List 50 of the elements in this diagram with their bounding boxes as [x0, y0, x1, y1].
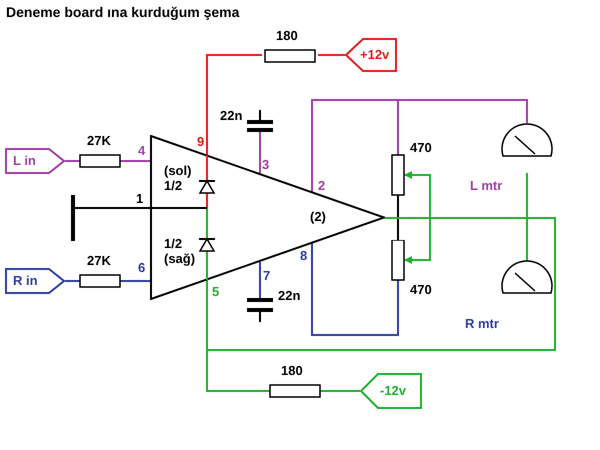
component-label: 180	[281, 363, 303, 378]
wire	[65, 280, 80, 282]
amplifier-triangle	[150, 135, 385, 300]
channel-label: 1/2 (sağ)	[164, 236, 196, 266]
pin-number: 5	[212, 284, 220, 299]
wire	[259, 131, 261, 174]
component-label: L in	[13, 153, 36, 168]
channel-label: (2)	[310, 209, 326, 224]
input-terminal	[5, 268, 65, 294]
resistor-symbol	[77, 253, 123, 289]
pin-number: 7	[263, 268, 270, 283]
component-label: L mtr	[470, 178, 502, 193]
power-terminal	[345, 38, 397, 72]
pin-number: 2	[318, 178, 326, 193]
diagram-title: Deneme board ına kurduğum şema	[6, 4, 240, 20]
wire	[397, 195, 399, 240]
wire	[259, 262, 261, 300]
pin-number: 4	[138, 143, 146, 158]
wire	[65, 160, 80, 162]
resistor-symbol	[77, 133, 123, 169]
component-label: R in	[13, 273, 38, 288]
wire	[206, 54, 262, 155]
component-label: 27K	[87, 253, 111, 268]
wire	[120, 160, 150, 162]
pin-number: 8	[300, 248, 308, 263]
component-label: 27K	[87, 133, 111, 148]
pin-number: 3	[262, 157, 270, 172]
wire	[320, 390, 360, 392]
component-label: -12v	[380, 383, 406, 398]
wire	[206, 217, 556, 351]
wire	[318, 54, 345, 56]
ground-bar	[68, 195, 78, 241]
pin-number: 1	[136, 191, 144, 206]
component-label: 22n	[278, 288, 300, 303]
pin-number: 6	[138, 260, 146, 275]
component-label: +12v	[360, 47, 390, 62]
wire	[75, 207, 150, 209]
resistor-symbol	[267, 363, 323, 399]
component-label: 470	[410, 282, 432, 297]
power-terminal	[360, 373, 422, 409]
component-label: 470	[410, 140, 432, 155]
resistor-symbol	[262, 28, 318, 64]
component-label: R mtr	[465, 316, 499, 331]
pin-number: 9	[197, 134, 204, 149]
wire	[120, 280, 150, 282]
component-label: 180	[276, 28, 298, 43]
component-label: 22n	[220, 108, 242, 123]
wire	[311, 243, 399, 336]
channel-label: (sol) 1/2	[164, 163, 192, 193]
input-terminal	[5, 148, 65, 174]
